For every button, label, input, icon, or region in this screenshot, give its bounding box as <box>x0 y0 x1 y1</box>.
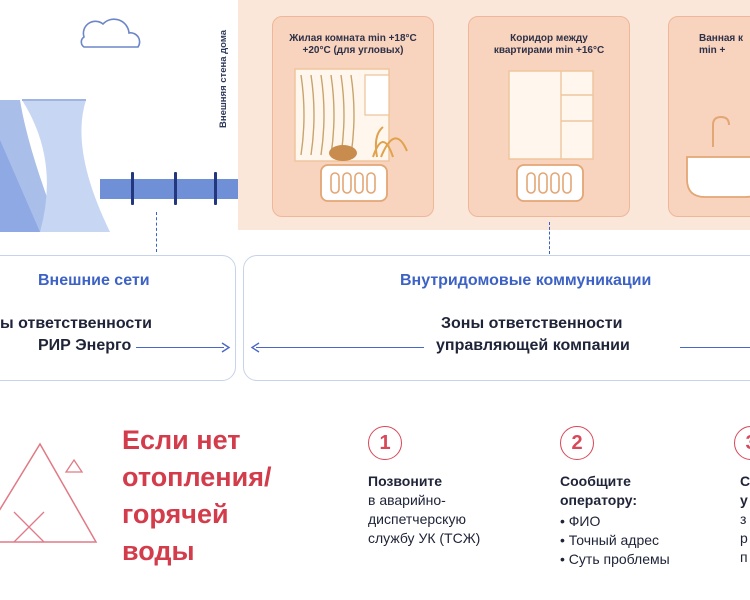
step-line: • ФИО <box>560 513 601 529</box>
step-line: • Точный адрес <box>560 532 660 548</box>
arrow-left-head <box>250 342 260 353</box>
illustration: Внешняя стена дома Жилая комната min +18… <box>0 0 750 254</box>
pipe-joint <box>174 172 177 205</box>
external-responsibility-line1: ы ответственности <box>0 315 152 332</box>
connector-line <box>549 222 550 254</box>
living-room-icon <box>294 68 408 202</box>
cloud-icon <box>80 18 141 48</box>
room-label: Ванная к min + <box>699 33 744 56</box>
external-responsibility-line2: РИР Энерго <box>38 337 132 354</box>
power-plant-illustration <box>0 18 141 232</box>
pipe-joint <box>214 172 217 205</box>
step-line: в аварийно- <box>368 492 446 508</box>
arrow-right-2 <box>680 347 750 348</box>
step-number: 3 <box>734 426 750 460</box>
headline-line: Если нет <box>122 425 241 455</box>
step-title: Сообщите оператору: <box>560 473 637 508</box>
step-title: Позвоните <box>368 473 443 489</box>
internal-networks-title: Внутридомовые коммуникации <box>400 272 652 289</box>
headline-line: отопления/ <box>122 462 272 492</box>
internal-responsibility-line1: Зоны ответственности <box>441 315 623 332</box>
step-line: диспетчерскую <box>368 511 466 527</box>
room-label: Жилая комната min +18°C +20°C (для углов… <box>289 33 417 56</box>
headline-line: горячей <box>122 499 229 529</box>
pipe-joint <box>131 172 134 205</box>
bathtub-icon <box>686 115 750 198</box>
alert-headline: Если нет отопления/ горячей воды <box>122 422 322 570</box>
internal-networks-box <box>243 255 750 381</box>
step-line: р <box>740 530 748 546</box>
arrow-right-head <box>221 342 231 353</box>
step-line: службу УК (ТСЖ) <box>368 530 481 546</box>
cooling-tower-icon <box>22 100 110 232</box>
external-networks-box <box>0 255 236 381</box>
wall-label: Внешняя стена дома <box>218 29 229 128</box>
step-line: з <box>740 511 747 527</box>
warning-triangle-icon <box>0 442 98 543</box>
room-living: Жилая комната min +18°C +20°C (для углов… <box>272 16 434 217</box>
step-line: п <box>740 549 748 565</box>
connector-line <box>156 212 157 252</box>
external-networks-title: Внешние сети <box>38 272 150 289</box>
room-corridor: Коридор между квартирами min +16°C <box>468 16 630 217</box>
heating-pipe <box>100 179 240 199</box>
room-label: Коридор между квартирами min +16°C <box>493 33 605 56</box>
step-1: 1 Позвоните в аварийно- диспетчерскую сл… <box>368 426 538 548</box>
headline-line: воды <box>122 536 195 566</box>
step-title: С у <box>740 473 750 508</box>
arrow-left <box>256 347 424 348</box>
step-number: 2 <box>560 426 594 460</box>
room-bathroom: Ванная к min + <box>668 16 750 217</box>
step-line: • Суть проблемы <box>560 551 670 567</box>
internal-responsibility-line2: управляющей компании <box>436 337 630 354</box>
step-2: 2 Сообщите оператору: • ФИО • Точный адр… <box>560 426 730 569</box>
step-3: 3 С у з р п <box>734 426 750 567</box>
arrow-right <box>136 347 224 348</box>
corridor-icon <box>508 70 594 202</box>
step-number: 1 <box>368 426 402 460</box>
